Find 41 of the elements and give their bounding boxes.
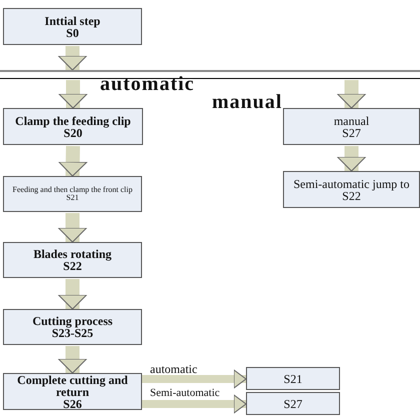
- block-arrow: [58, 213, 87, 242]
- process-box: [3, 108, 143, 145]
- step-label: S23-S25: [52, 327, 94, 339]
- step-description: Cutting process: [32, 315, 113, 327]
- process-box: [3, 242, 142, 278]
- step-description: Blades rotating: [33, 248, 112, 260]
- block-arrow: [337, 80, 366, 108]
- process-box: [283, 171, 420, 208]
- edge-label: automatic: [100, 74, 195, 94]
- step-description: Clamp the feeding clip: [15, 114, 131, 126]
- process-box: [246, 367, 340, 390]
- process-box: [3, 176, 142, 212]
- step-label: S20: [64, 126, 82, 138]
- process-box: [3, 373, 142, 410]
- step-description: Inttial step: [44, 14, 100, 26]
- block-arrow: [58, 46, 87, 70]
- process-box: [283, 108, 420, 145]
- edge-label: Semi-automatic: [150, 388, 220, 399]
- block-arrow: [58, 279, 87, 310]
- step-description: manual: [334, 114, 370, 126]
- block-arrow: [337, 146, 366, 172]
- block-arrow: [58, 80, 88, 108]
- step-label: S27: [284, 398, 302, 410]
- process-box: [246, 392, 340, 415]
- step-label: S0: [66, 26, 79, 38]
- process-box: [3, 8, 142, 45]
- block-arrow: [142, 370, 246, 388]
- step-label: S27: [342, 126, 361, 138]
- step-label: S21: [66, 194, 79, 202]
- edge-label: manual: [212, 92, 282, 112]
- step-label: S22: [63, 260, 82, 272]
- block-arrow: [142, 394, 246, 414]
- block-arrow: [58, 146, 88, 176]
- edge-label: automatic: [150, 363, 198, 375]
- step-label: S21: [284, 372, 302, 384]
- step-label: S26: [63, 398, 82, 410]
- process-box: [3, 309, 142, 345]
- step-description: Feeding and then clamp the front clip: [12, 186, 132, 194]
- step-description: Complete cutting and return: [16, 374, 129, 398]
- step-label: Semi-automatic jump to S22: [292, 178, 410, 202]
- block-arrow: [58, 346, 87, 374]
